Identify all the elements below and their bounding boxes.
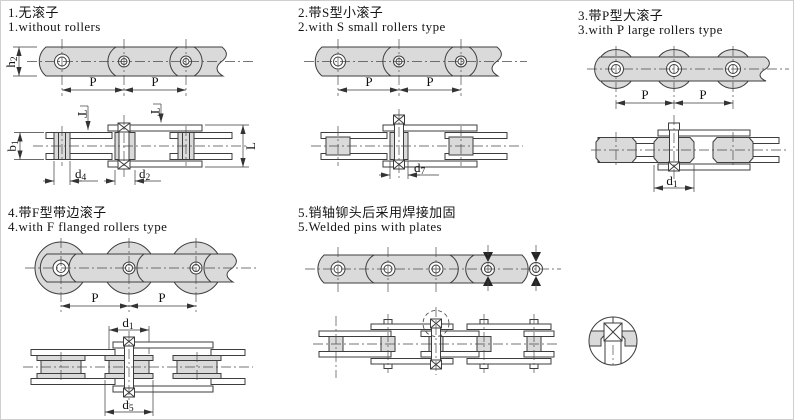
section2-side-view: P P [304, 39, 527, 96]
dim-d1: d1 [653, 165, 695, 192]
section5-title-zh: 5.销轴铆头后采用焊接加固 [298, 205, 456, 220]
dim-label-d1: d1 [666, 173, 678, 190]
dim-label-T: T [148, 108, 163, 116]
dim-label-d1: d1 [122, 315, 134, 332]
section1-title-zh: 1.无滚子 [8, 5, 59, 20]
section1-plan-view: b1 L T T d4 [4, 103, 258, 185]
dim-d7: d7 [379, 160, 439, 179]
dim-label-b1: b1 [4, 140, 21, 152]
dim-b1: b1 [4, 132, 44, 160]
dim-label-p: P [641, 87, 648, 102]
section5-side-view [305, 245, 561, 293]
dim-label-p: P [699, 87, 706, 102]
dim-label-d7: d7 [414, 160, 426, 177]
weld-detail-view [588, 316, 638, 366]
section3-title-en: 3.with P large rollers type [578, 22, 723, 37]
section4-side-view: P P [25, 238, 257, 312]
dim-label-p: P [151, 74, 158, 89]
dim-d5: d5 [104, 380, 154, 416]
section5-plan-view [313, 307, 557, 378]
dim-p-s3: P P [616, 87, 733, 106]
section4-title-zh: 4.带F型带边滚子 [8, 205, 107, 220]
section2-title-en: 2.with S small rollers type [298, 19, 446, 34]
dim-p-s1: P P [62, 74, 186, 93]
dim-d2: d2 [104, 166, 161, 185]
dim-label-h2: h2 [3, 56, 20, 68]
dim-d1: d1 [108, 315, 150, 354]
section2-title-zh: 2.带S型小滚子 [298, 5, 384, 20]
dim-label-p: P [365, 74, 372, 89]
section1-side-view: h2 P P [3, 39, 253, 96]
dim-label-L: L [243, 142, 258, 150]
section5-title-en: 5.Welded pins with plates [298, 219, 442, 234]
dim-label-p: P [158, 290, 165, 305]
section4-title-en: 4.with F flanged rollers type [8, 219, 168, 234]
section1-title-en: 1.without rollers [8, 19, 101, 34]
dim-label-T: T [75, 110, 90, 118]
section3-plan-view: d1 [591, 115, 789, 192]
dim-label-d4: d4 [75, 166, 87, 183]
dim-d4: d4 [43, 161, 98, 185]
dim-label-p: P [426, 74, 433, 89]
section3-side-view: P P [587, 46, 789, 109]
dim-p-s2: P P [338, 74, 461, 93]
dim-label-p: P [91, 290, 98, 305]
section2-plan-view: d7 [311, 109, 523, 179]
dim-label-d5: d5 [122, 397, 134, 414]
section4-plan-view: d1 [23, 315, 253, 416]
dim-label-p: P [89, 74, 96, 89]
dim-h2: h2 [3, 46, 37, 77]
dim-T: T T [75, 103, 164, 130]
detail-callout-circle [422, 310, 450, 337]
section3-title-zh: 3.带P型大滚子 [578, 8, 664, 23]
dim-p-s4: P P [61, 290, 196, 309]
dim-label-d2: d2 [139, 166, 151, 183]
dim-L: L [205, 124, 258, 168]
